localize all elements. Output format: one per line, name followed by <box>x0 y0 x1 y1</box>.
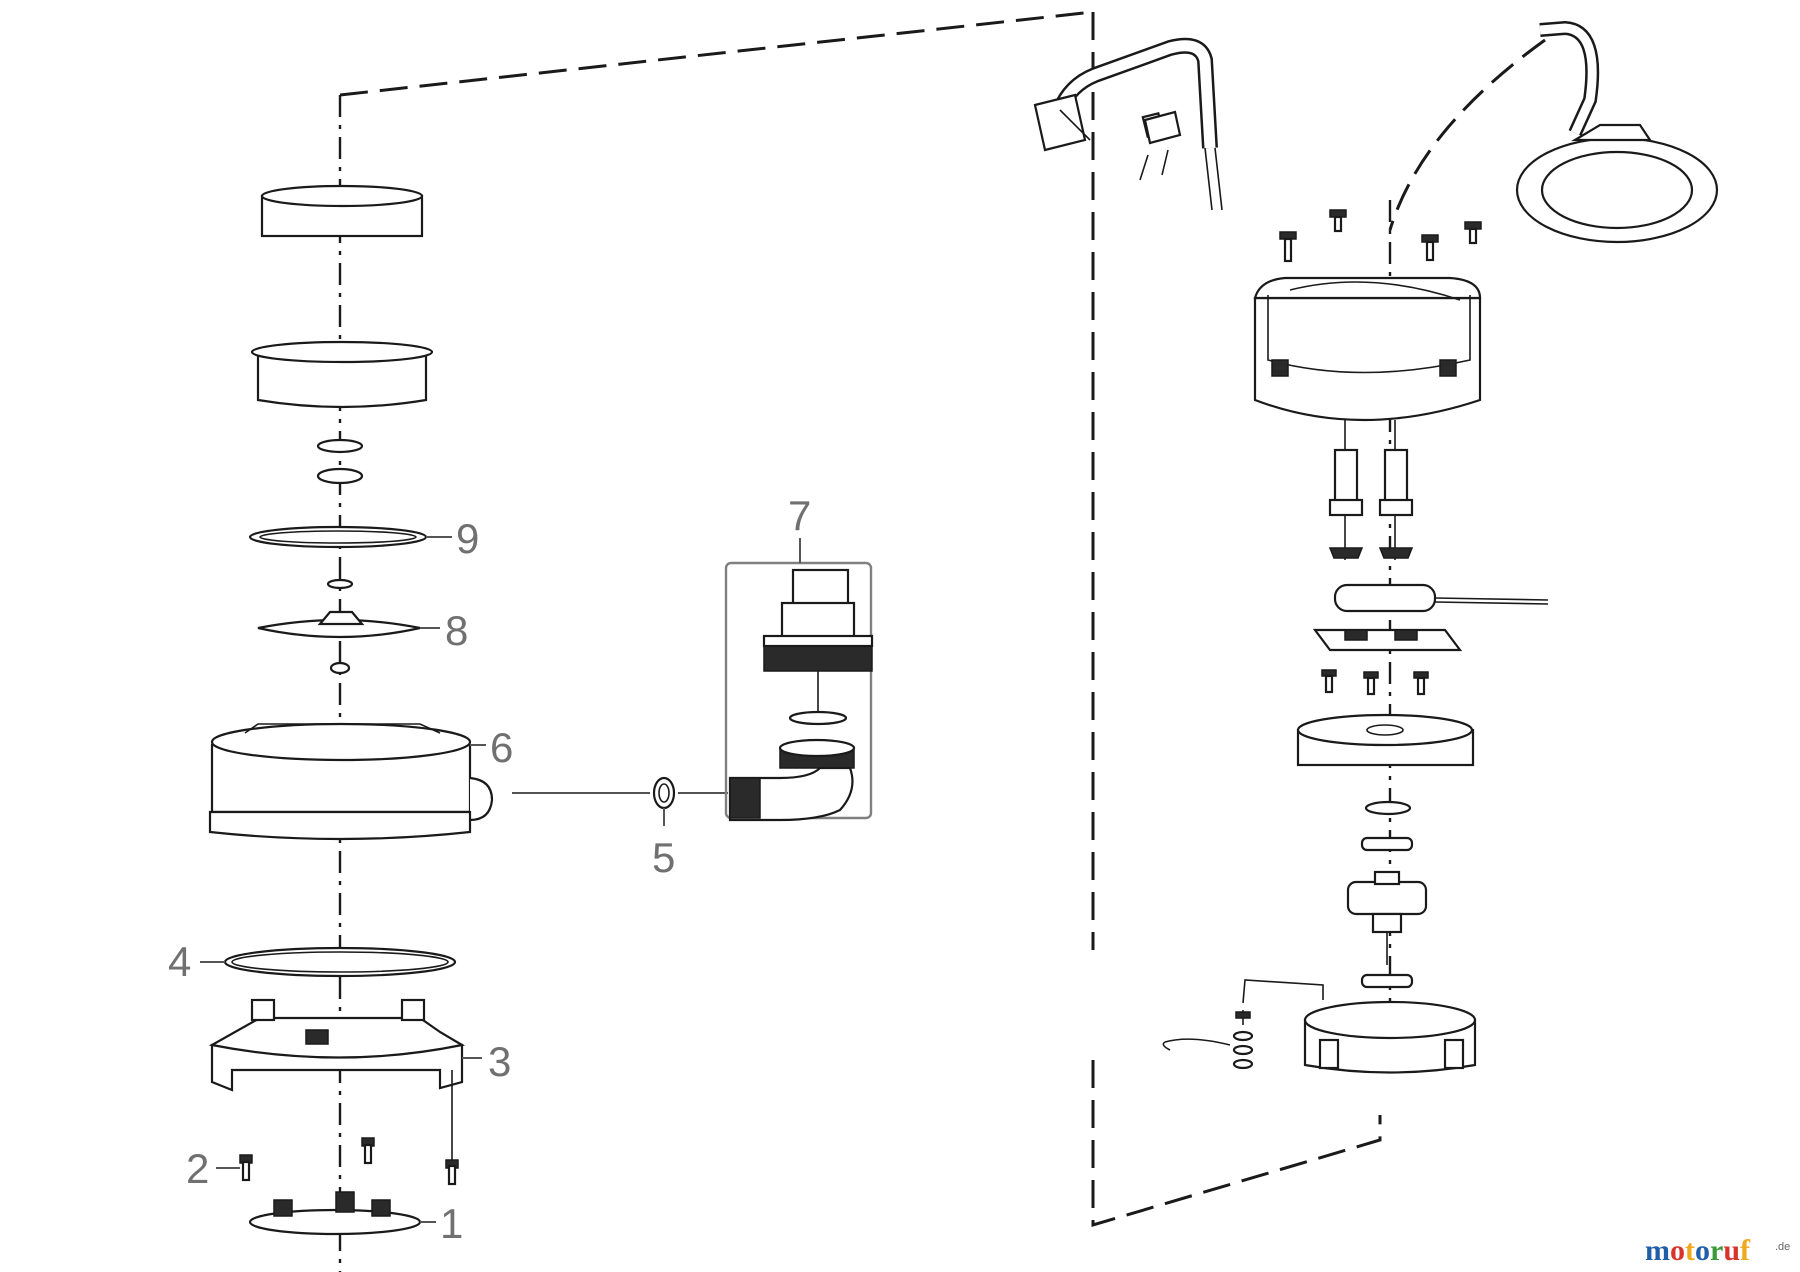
top-cap <box>260 184 424 238</box>
bearing-ring-2 <box>1360 836 1414 852</box>
part-2-screw <box>239 1154 253 1182</box>
stator-disc <box>1296 713 1475 767</box>
screw-middle <box>361 1137 375 1165</box>
watermark-letter: f <box>1740 1234 1751 1267</box>
part-4-gasket <box>223 946 457 978</box>
part-1-foot <box>248 1191 422 1236</box>
callout-2: 2 <box>186 1145 209 1192</box>
impeller-nut <box>329 661 351 675</box>
capacitor <box>1333 583 1549 613</box>
float-cord-dashed <box>1388 38 1546 231</box>
small-ring-upper <box>316 438 364 454</box>
watermark-suffix: .de <box>1775 1241 1790 1253</box>
part-9-gasket <box>248 525 428 549</box>
part-5-ring <box>652 776 676 810</box>
ground-wire <box>1162 979 1324 1070</box>
callout-3: 3 <box>488 1038 511 1085</box>
bearing-ring-1 <box>1364 800 1412 816</box>
motor-housing-cover <box>1253 276 1482 422</box>
lower-bearing-ring <box>1360 973 1414 989</box>
float-switch <box>1515 20 1719 244</box>
watermark-logo: motoruf .de <box>1645 1234 1790 1267</box>
watermark-letter: u <box>1723 1234 1740 1267</box>
small-ring-lower <box>316 467 364 485</box>
part-7-outlet-adapter <box>728 568 874 822</box>
cable-glands <box>1328 420 1414 560</box>
callout-6: 6 <box>490 724 513 771</box>
svg-text:motoruf: motoruf <box>1645 1234 1751 1267</box>
callout-1: 1 <box>440 1200 463 1247</box>
callout-5: 5 <box>652 834 675 881</box>
watermark-letter: t <box>1685 1234 1695 1267</box>
board-screws <box>1321 669 1429 696</box>
power-cord <box>1033 37 1223 211</box>
callout-8: 8 <box>445 607 468 654</box>
part-8-impeller-plate <box>257 610 421 639</box>
screw-right <box>445 1159 459 1186</box>
top-fasteners <box>1279 209 1482 263</box>
small-washer <box>326 578 354 590</box>
watermark-letter: o <box>1695 1234 1710 1267</box>
switch-board <box>1312 628 1463 652</box>
part-6-pump-housing <box>208 722 494 841</box>
callout-7: 7 <box>788 492 811 539</box>
watermark-letter: o <box>1670 1234 1685 1267</box>
frame-divider-line-lower <box>1091 1060 1382 1228</box>
filter-cup <box>250 340 434 409</box>
callout-4: 4 <box>168 938 191 985</box>
callout-9: 9 <box>456 515 479 562</box>
watermark-letter: r <box>1710 1234 1723 1267</box>
watermark-letter: m <box>1645 1234 1670 1267</box>
rotor <box>1346 870 1428 965</box>
frame-top-line <box>339 10 1094 97</box>
lower-motor-housing <box>1303 1000 1477 1074</box>
part-3-base <box>208 998 466 1092</box>
